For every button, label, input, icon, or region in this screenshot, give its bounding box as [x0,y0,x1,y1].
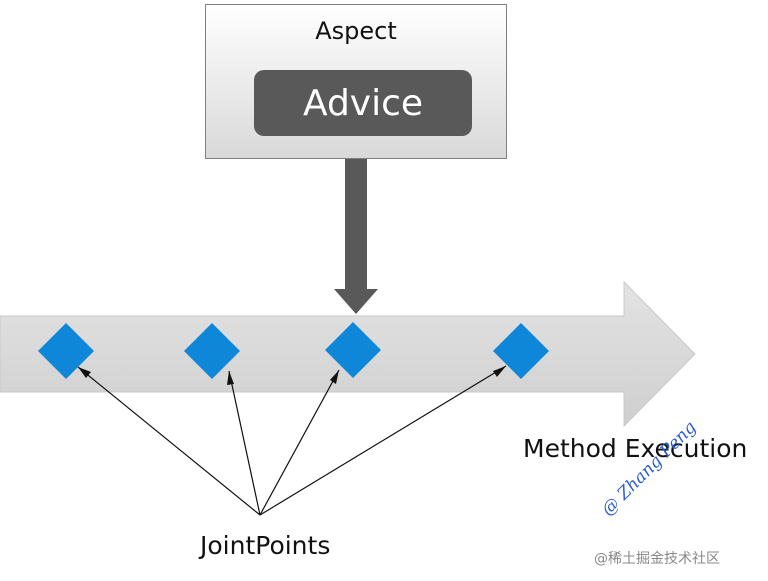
pointer-arrowheads [78,366,506,385]
aspect-box: Aspect Advice [205,4,507,159]
joint-point-3 [325,322,381,378]
pointer-arrowhead-4 [493,366,506,377]
watermark-site: @稀土掘金技术社区 [594,551,720,567]
pointer-line-1 [77,366,261,516]
advice-box: Advice [254,70,472,136]
joint-points-label: JointPoints [200,531,331,560]
aspect-label: Aspect [315,17,397,45]
pointer-line-3 [259,369,340,516]
method-execution-label: Method Execution [523,434,748,463]
joint-point-2 [184,323,240,379]
pointer-line-4 [259,365,507,516]
pointer-line-2 [228,370,261,516]
advice-arrow [334,159,378,314]
joint-point-1 [38,323,94,379]
pointer-arrowhead-2 [227,371,234,385]
pointer-arrowhead-1 [78,367,91,378]
joint-point-4 [493,323,549,379]
pointer-arrowhead-3 [330,370,339,384]
joint-point-pointers [77,365,507,516]
